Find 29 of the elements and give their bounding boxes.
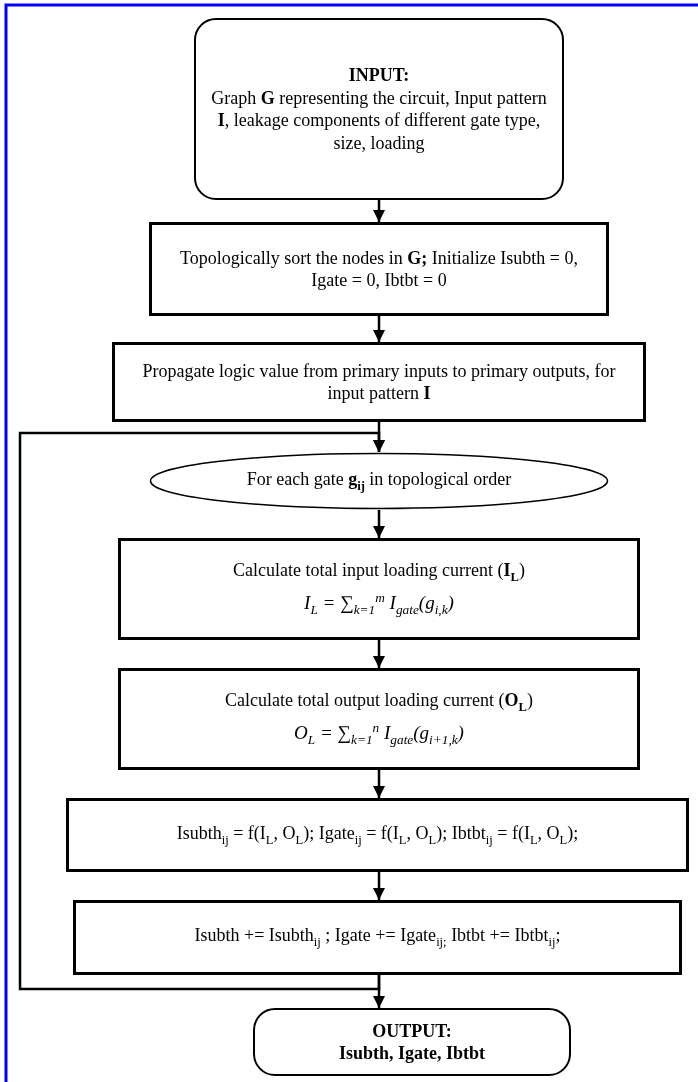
output-box	[253, 1008, 571, 1076]
arrow	[372, 640, 386, 668]
process-box	[66, 798, 689, 872]
process-box	[118, 538, 640, 640]
process-box	[149, 222, 609, 316]
step-text: Topologically sort the nodes in G; Initialize Isubth = 0, Igate = 0, Ibtbt = 0	[179, 246, 579, 292]
process-box	[73, 900, 682, 975]
arrow	[372, 200, 386, 222]
arrow	[372, 316, 386, 342]
loop-ellipse	[149, 452, 609, 510]
formula: O$_{L}$ = ∑$_{k=1}$$^{n}$ I$_{gate}$(g$_{i+1,k}$)	[294, 719, 464, 749]
step-text: Graph G representing the circuit, Input pattern I, leakage components of different gate type, size, loading	[210, 86, 548, 154]
formula: I$_{L}$ = ∑$_{k=1}$$^{m}$ I$_{gate}$(g$_{i,k}$)	[304, 589, 454, 619]
step-text: Isubth$_{ij}$ = f(I$_{L}$, O$_{L}$); Igate$_{ij}$ = f(I$_{L}$, O$_{L}$); Ibtbt$_{ij}$ = f(I$_{L}$, O$_{L}$);	[176, 821, 579, 849]
process-box	[118, 668, 640, 770]
step-text: For each gate g$_{ij}$ in topological order	[246, 467, 512, 495]
process-box	[112, 342, 646, 422]
step-text: Calculate total output loading current (O$_{L}$)	[225, 689, 533, 716]
input-box	[194, 18, 564, 200]
step-text: Isubth, Igate, Ibtbt	[338, 1042, 485, 1065]
heading: OUTPUT:	[372, 1019, 452, 1042]
arrow	[372, 510, 386, 538]
arrow	[372, 872, 386, 900]
step-text: Isubth += Isubth$_{ij}$ ; Igate += Igate$_{ij;}$ Ibtbt += Ibtbt$_{ij}$;	[194, 924, 561, 951]
step-text: Calculate total input loading current (I$_{L}$)	[233, 559, 525, 586]
step-text: Propagate logic value from primary inputs to primary outputs, for input pattern I	[141, 359, 617, 405]
heading: INPUT:	[348, 64, 410, 87]
arrow	[18, 431, 386, 991]
arrow	[372, 770, 386, 798]
